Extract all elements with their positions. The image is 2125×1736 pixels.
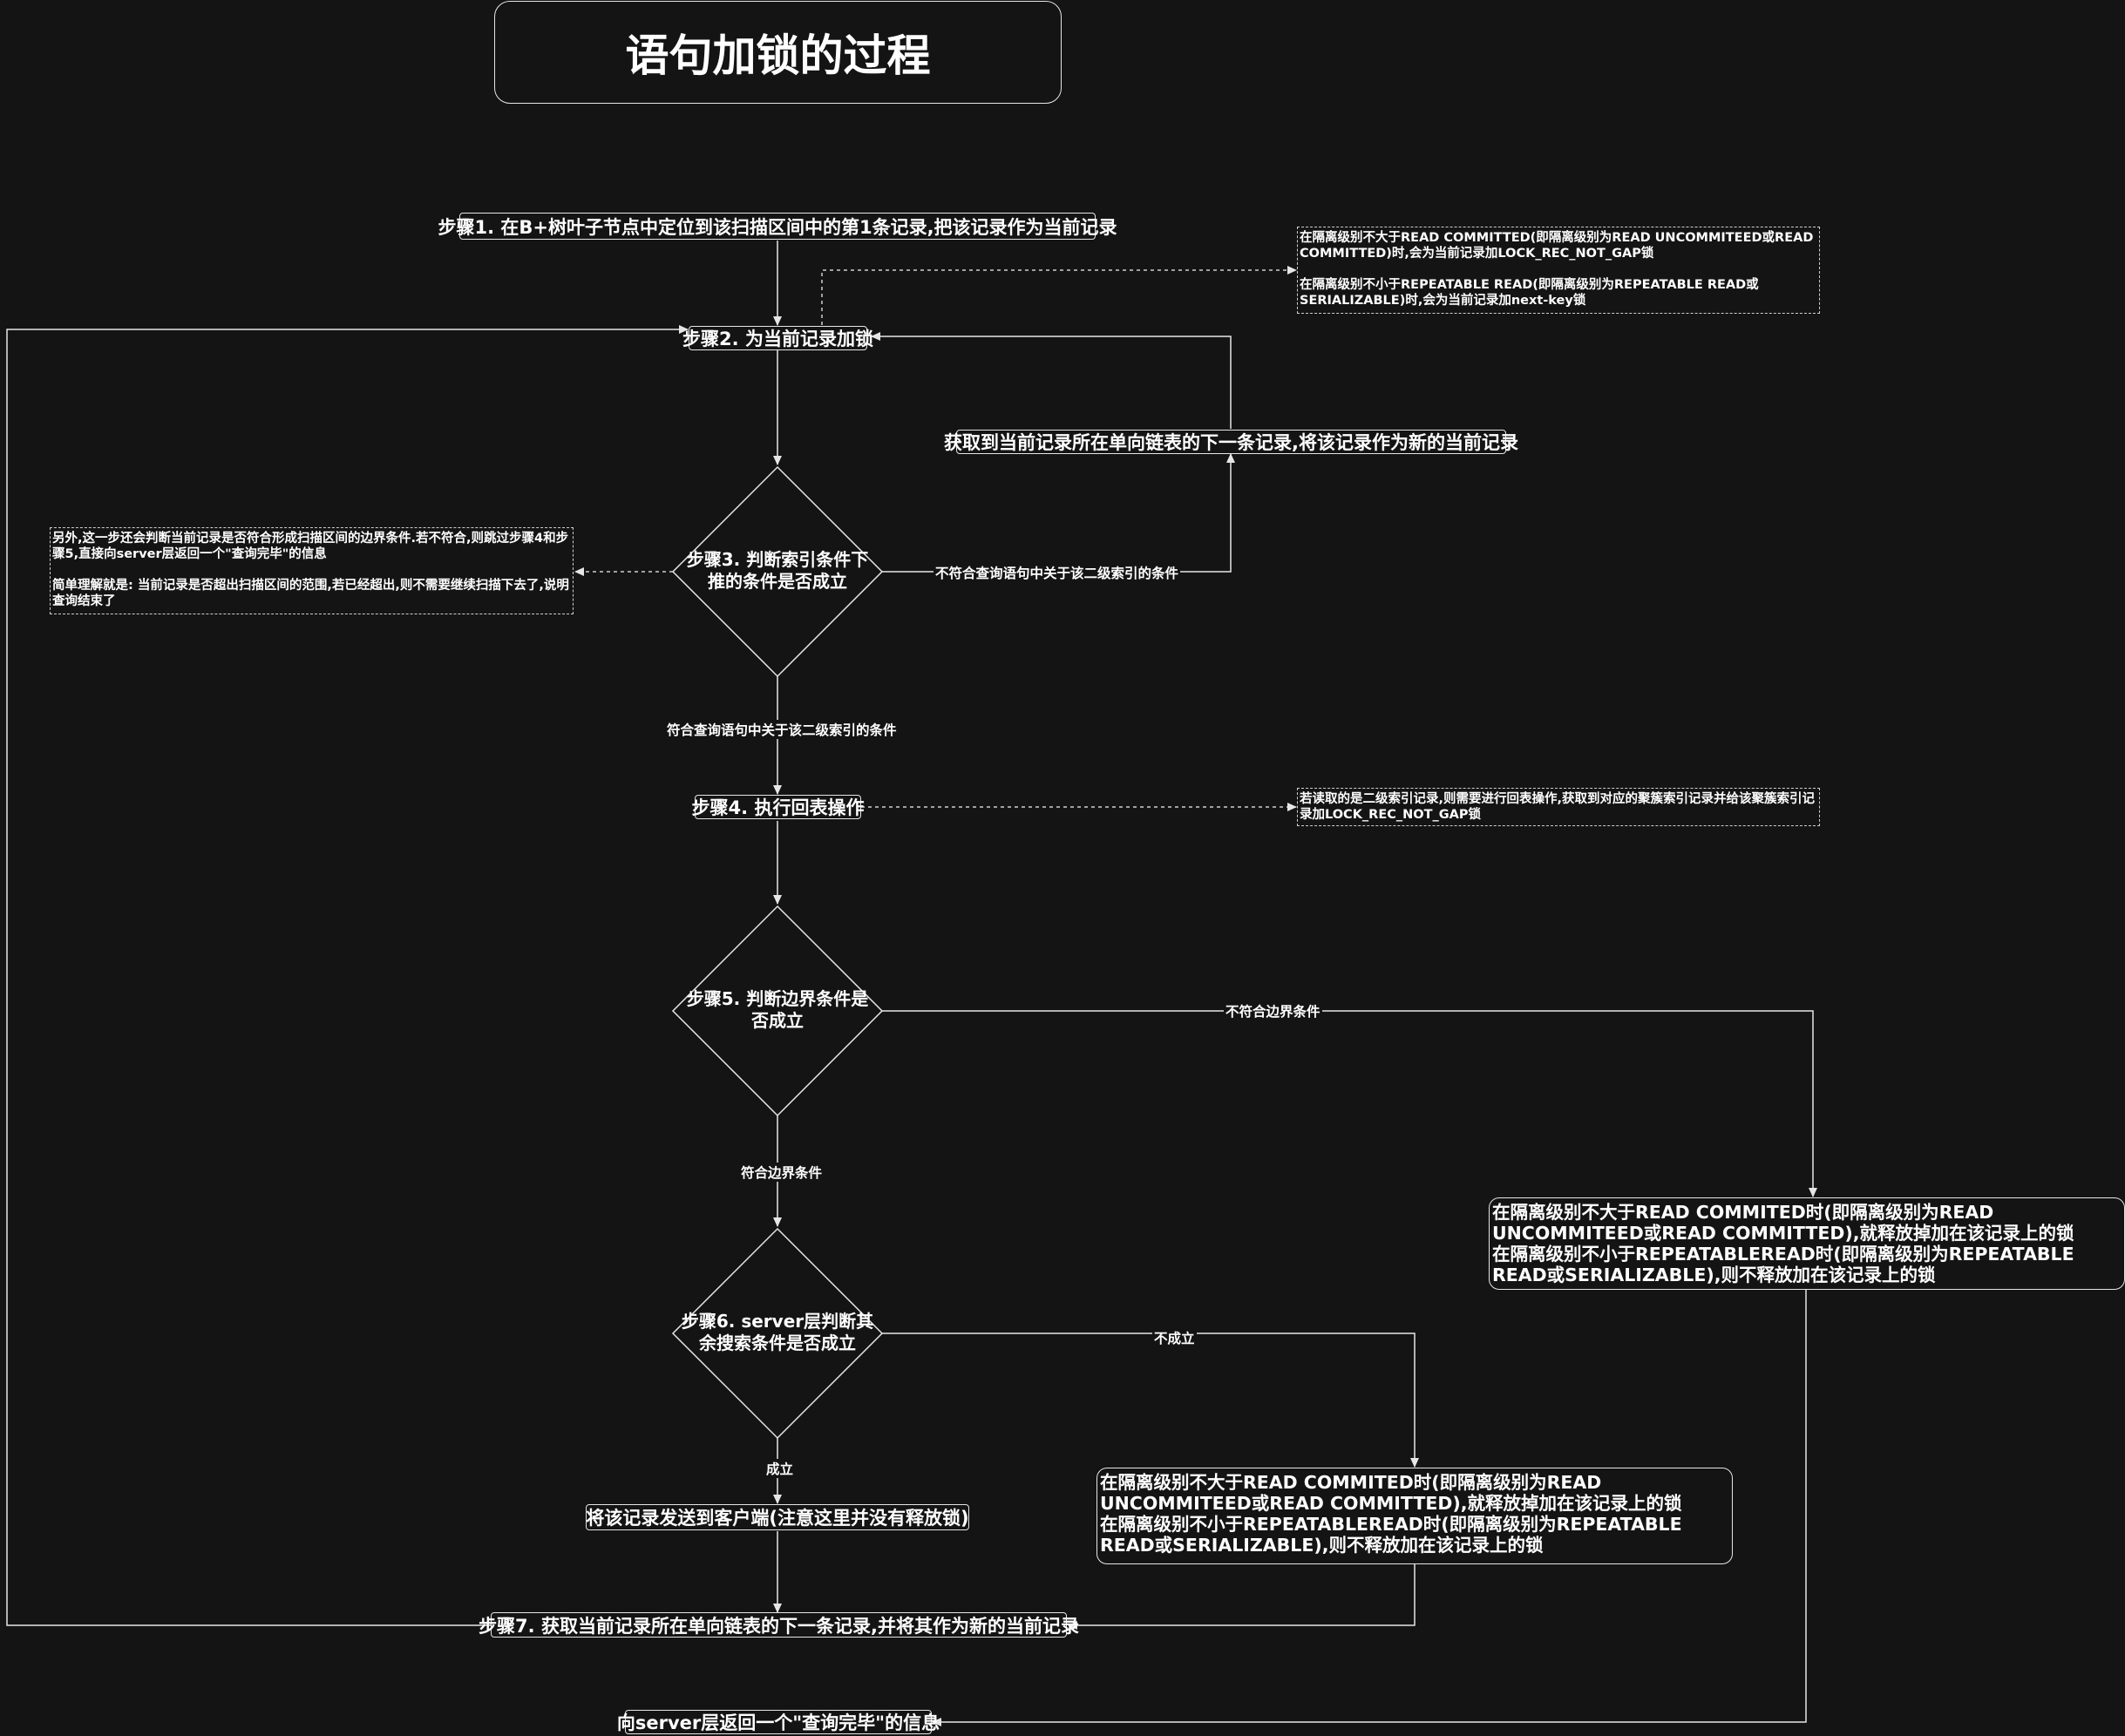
edge-label-boundary-fail: 不符合边界条件 <box>1224 1001 1322 1021</box>
edge-step3-next-record <box>882 453 1235 573</box>
edge-step7-loop-step2 <box>6 325 689 1626</box>
release-lock-box-right: 在隔离级别不大于READ COMMITED时(即隔离级别为READ UNCOMM… <box>1489 1197 2125 1290</box>
next-record-box: 获取到当前记录所在单向链表的下一条记录,将该记录作为新的当前记录 <box>944 430 1518 454</box>
edge-label-server-fail: 不成立 <box>1152 1328 1197 1347</box>
send-client-box: 将该记录发送到客户端(注意这里并没有释放锁) <box>586 1504 969 1530</box>
step4-box: 步骤4. 执行回表操作 <box>692 795 864 819</box>
step6-decision-text: 步骤6. server层判断其余搜索条件是否成立 <box>681 1311 874 1353</box>
boundary-note: 另外,这一步还会判断当前记录是否符合形成扫描区间的边界条件.若不符合,则跳过步骤… <box>50 527 574 614</box>
edge-step5-release-right <box>882 1010 1817 1197</box>
step5-decision-text: 步骤5. 判断边界条件是否成立 <box>686 988 869 1031</box>
step3-decision-text: 步骤3. 判断索引条件下推的条件是否成立 <box>686 549 869 592</box>
edge-label-boundary-pass: 符合边界条件 <box>739 1163 825 1182</box>
edge-release-middle-step7 <box>1068 1564 1416 1630</box>
edge-step2-lock-note <box>821 266 1297 325</box>
edge-next-record-step2 <box>871 332 1232 429</box>
edge-step6-release-middle <box>882 1333 1419 1468</box>
step1-box: 步骤1. 在B+树叶子节点中定位到该扫描区间中的第1条记录,把该记录作为当前记录 <box>438 213 1117 240</box>
step7-box: 步骤7. 获取当前记录所在单向链表的下一条记录,并将其作为新的当前记录 <box>479 1612 1079 1638</box>
diagram-title: 语句加锁的过程 <box>494 1 1062 104</box>
return-server-box: 向server层返回一个"查询完毕"的信息 <box>617 1710 940 1734</box>
back-table-note: 若读取的是二级索引记录,则需要进行回表操作,获取到对应的聚簇索引记录并给该聚簇索… <box>1297 788 1820 826</box>
lock-note: 在隔离级别不大于READ COMMITTED(即隔离级别为READ UNCOMM… <box>1297 227 1820 314</box>
edge-label-icp-pass: 符合查询语句中关于该二级索引的条件 <box>665 720 899 739</box>
step2-box: 步骤2. 为当前记录加锁 <box>682 326 873 350</box>
edge-label-server-pass: 成立 <box>764 1459 796 1478</box>
edge-release-right-return <box>932 1290 1807 1726</box>
release-lock-box-middle: 在隔离级别不大于READ COMMITED时(即隔离级别为READ UNCOMM… <box>1096 1468 1733 1564</box>
edge-label-icp-fail: 不符合查询语句中关于该二级索引的条件 <box>934 563 1181 582</box>
